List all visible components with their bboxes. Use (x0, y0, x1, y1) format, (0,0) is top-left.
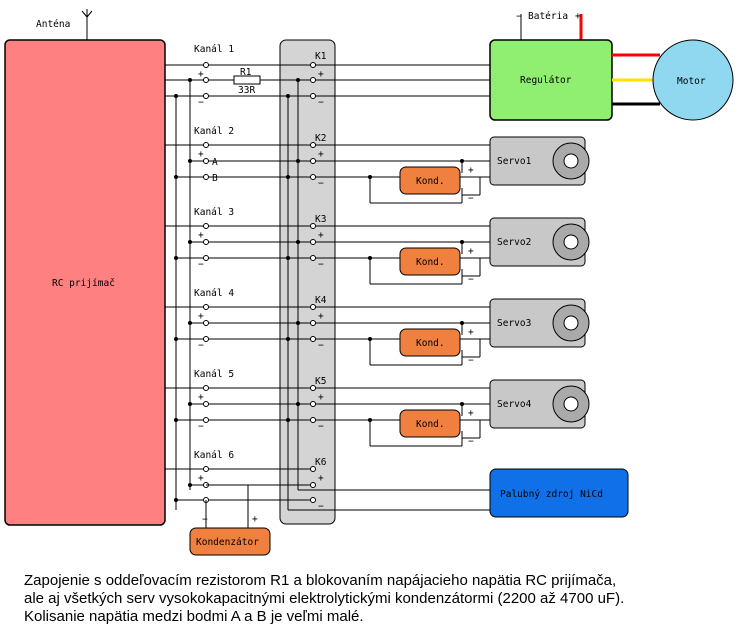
resistor-value: 33R (238, 85, 255, 96)
channel-5-wiring (165, 385, 490, 423)
battery-label: Batéria (528, 11, 568, 22)
main-cap-minus: − (202, 514, 208, 525)
ch5-rx-plus: + (198, 392, 204, 403)
connector-label: K3 (315, 214, 326, 225)
ch3-k-plus: + (318, 230, 324, 241)
servo-cap-minus: − (468, 436, 474, 447)
receiver-label: RC prijímač (52, 278, 115, 289)
channel-label: Kanál 6 (194, 450, 234, 461)
caption-line-1: Zapojenie s oddeľovacím rezistorom R1 a … (24, 572, 617, 589)
ch4-rx-minus: − (198, 340, 204, 351)
servo-label: Servo1 (497, 156, 532, 167)
ch3-k-minus: − (318, 259, 324, 270)
ch3-rx-plus: + (198, 230, 204, 241)
ch6-k-plus: + (318, 473, 324, 484)
rc-receiver (4, 39, 166, 526)
servo-capacitor (399, 166, 461, 195)
caption-line-2: ale aj všetkých serv vysokokapacitnými e… (24, 590, 625, 607)
servo-shaft (563, 234, 579, 250)
ch5-k-minus: − (318, 421, 324, 432)
channel-label: Kanál 2 (194, 126, 234, 137)
wiring-schematic: Anténa RC prijímač R1 33R + − + − + A B … (4, 9, 734, 556)
resistor-label: R1 (240, 67, 252, 78)
ch6-rx-plus: + (198, 473, 204, 484)
ch2-k-minus: − (318, 178, 324, 189)
main-capacitor (189, 527, 271, 556)
ch4-rx-plus: + (198, 311, 204, 322)
ch2-k-plus: + (318, 149, 324, 160)
main-capacitor-wiring (205, 484, 249, 528)
regulator-label: Regulátor (520, 75, 572, 86)
servo-capacitor-label: Kond. (416, 257, 445, 268)
channel-label: Kanál 3 (194, 207, 234, 218)
servo-shaft (563, 315, 579, 331)
ch1-rx-minus: − (198, 97, 204, 108)
caption: Zapojenie s oddeľovacím rezistorom R1 a … (24, 572, 724, 626)
servo-capacitor (399, 409, 461, 438)
connector-label: K1 (315, 51, 327, 62)
servo-group: + − Kond. Servo1 (368, 136, 590, 204)
ch2-rx-plus: + (198, 149, 204, 160)
onboard-supply-label: Palubný zdroj NiCd (500, 489, 603, 500)
ch4-k-minus: − (318, 340, 324, 351)
channel-3-wiring (165, 223, 490, 261)
main-cap-plus: + (252, 514, 258, 525)
servo-cap-plus: + (468, 246, 474, 257)
ch1-k-plus: + (318, 69, 324, 80)
servo-cap-plus: + (468, 408, 474, 419)
point-a-label: A (212, 157, 218, 168)
servo-groups: +−Kond.Servo1+−Kond.Servo2+−Kond.Servo3+… (368, 136, 590, 447)
connector-label: K6 (315, 457, 327, 468)
ch1-rx-plus: + (198, 69, 204, 80)
connector-label: K2 (315, 133, 326, 144)
servo-group: + − Kond. Servo3 (368, 298, 590, 366)
caption-line-3: Kolisanie napätia medzi bodmi A a B je v… (24, 608, 364, 625)
servo-shaft (563, 153, 579, 169)
servo-label: Servo3 (497, 318, 531, 329)
servo-label: Servo2 (497, 237, 531, 248)
ch5-k-plus: + (318, 392, 324, 403)
servo-cap-plus: + (468, 165, 474, 176)
servo-cap-minus: − (468, 274, 474, 285)
servo-capacitor-label: Kond. (416, 338, 445, 349)
ch5-rx-minus: − (198, 421, 204, 432)
servo-group: + − Kond. Servo2 (368, 217, 590, 285)
channel-label: Kanál 5 (194, 369, 234, 380)
channel-6-wiring (165, 466, 490, 511)
servo-cap-plus: + (468, 327, 474, 338)
channel-1-wiring (165, 62, 490, 99)
ch3-rx-minus: − (198, 259, 204, 270)
antenna-label: Anténa (36, 19, 70, 30)
main-capacitor-label: Kondenzátor (196, 537, 259, 548)
antenna (81, 9, 93, 40)
servo-capacitor-label: Kond. (416, 176, 445, 187)
servo-shaft (563, 396, 579, 412)
servo-cap-minus: − (468, 355, 474, 366)
battery-minus-label: − (516, 11, 522, 22)
servo-label: Servo4 (497, 399, 532, 410)
motor (652, 39, 734, 121)
battery-plus-label: + (575, 11, 581, 22)
servo-capacitor (399, 328, 461, 357)
connector-label: K4 (315, 295, 327, 306)
servo-cap-minus: − (468, 193, 474, 204)
servo-capacitor-label: Kond. (416, 419, 445, 430)
motor-label: Motor (677, 76, 706, 87)
servo-group: + − Kond. Servo4 (368, 379, 590, 447)
ch4-k-plus: + (318, 311, 324, 322)
ch6-k-minus: − (318, 501, 324, 512)
connector-label: K5 (315, 376, 326, 387)
channel-label: Kanál 1 (194, 44, 234, 55)
servo-capacitor (399, 247, 461, 276)
point-b-label: B (212, 173, 218, 184)
channel-label: Kanál 4 (194, 288, 234, 299)
ch1-k-minus: − (318, 97, 324, 108)
onboard-supply (489, 468, 629, 518)
